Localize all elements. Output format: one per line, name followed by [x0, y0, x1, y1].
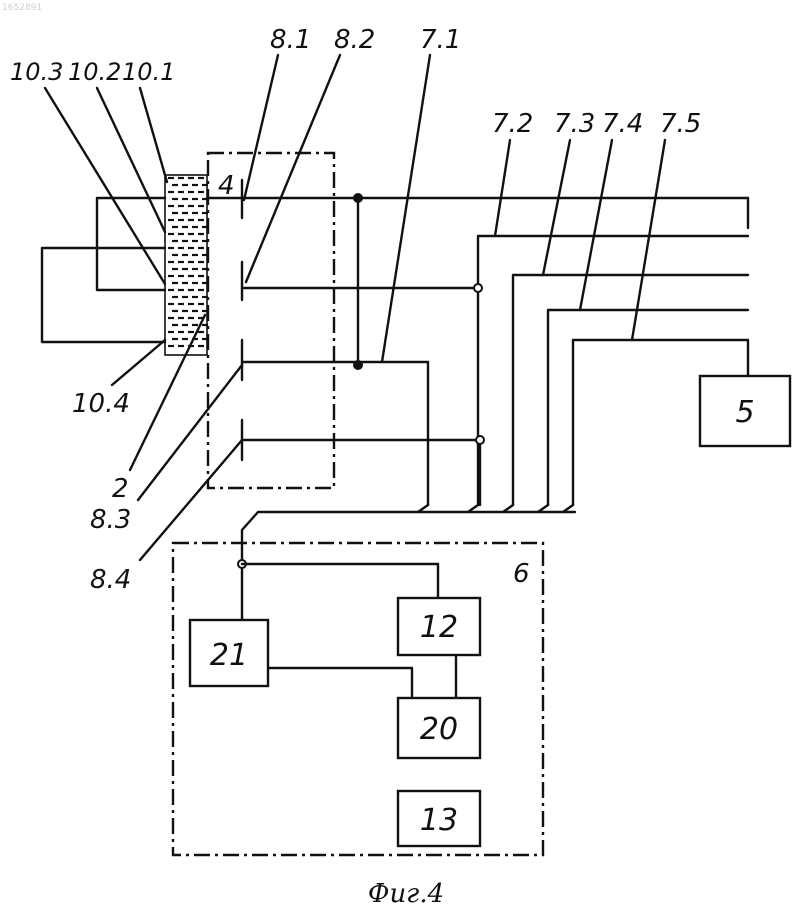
block-5-label: 5 [735, 395, 754, 430]
corner-mark: 1652891 [2, 3, 42, 13]
block-13: 13 [398, 791, 480, 846]
figure-caption: Фиг.4 [368, 879, 444, 909]
unit-6: 6 [173, 543, 543, 855]
label-10-3: 10.3 [10, 58, 63, 86]
unit-6-label: 6 [513, 559, 530, 589]
layer-stack-2 [165, 175, 208, 355]
label-2: 2 [112, 474, 129, 504]
label-8-3: 8.3 [90, 505, 131, 535]
stack-wires [42, 198, 165, 342]
block-5: 5 [700, 376, 790, 446]
label-7-2: 7.2 [492, 109, 533, 139]
label-7-1: 7.1 [420, 25, 461, 55]
block-20: 20 [398, 698, 480, 758]
unit-4: 4 [208, 153, 334, 488]
label-10-1: 10.1 [122, 58, 175, 86]
label-10-4: 10.4 [72, 389, 130, 419]
label-7-4: 7.4 [602, 109, 643, 139]
label-8-4: 8.4 [90, 565, 131, 595]
label-7-3: 7.3 [554, 109, 595, 139]
block-12-label: 12 [420, 610, 458, 645]
block-21: 21 [190, 620, 268, 686]
label-8-1: 8.1 [270, 25, 311, 55]
block-12: 12 [398, 598, 480, 655]
label-7-5: 7.5 [660, 109, 701, 139]
label-10-2: 10.2 [68, 58, 121, 86]
block-13-label: 13 [420, 803, 458, 838]
bus-lines [207, 198, 748, 620]
label-8-2: 8.2 [334, 25, 375, 55]
unit-4-label: 4 [218, 171, 235, 201]
block-20-label: 20 [420, 712, 458, 747]
block-21-label: 21 [210, 638, 248, 673]
